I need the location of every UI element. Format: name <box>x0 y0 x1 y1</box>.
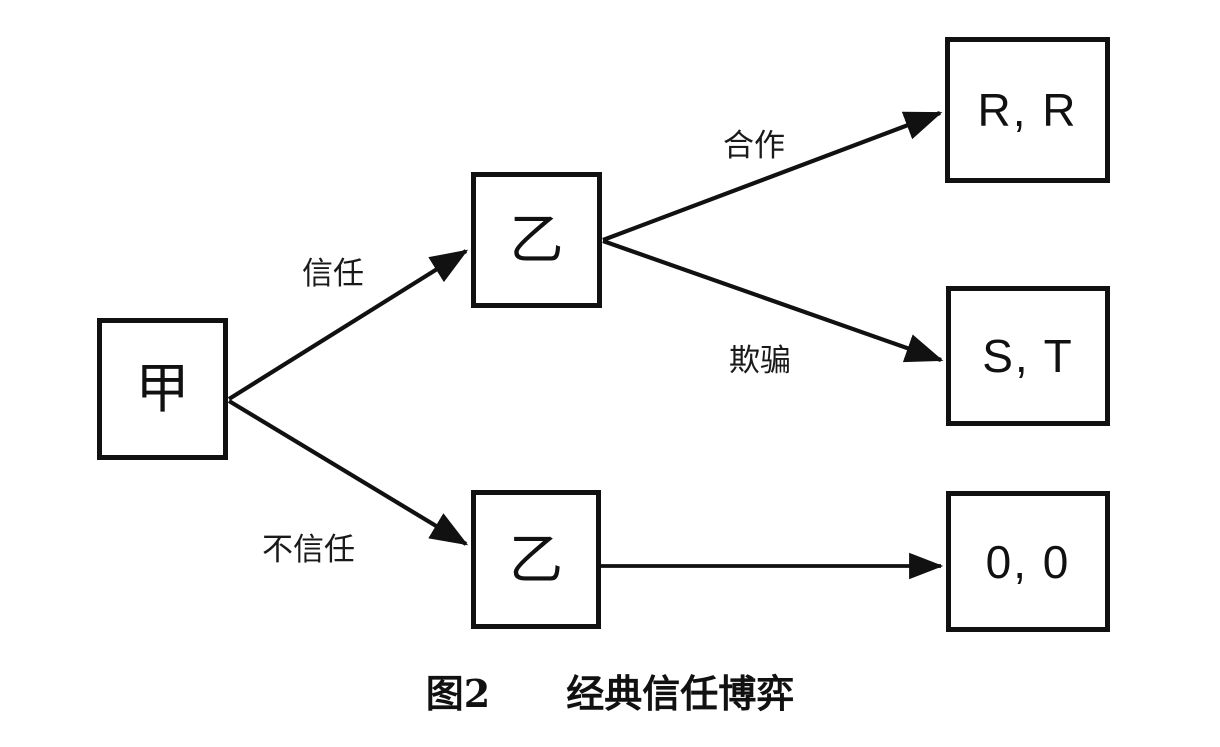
node-payoff-cooperate[interactable]: R, R <box>945 37 1110 183</box>
node-root-label: 甲 <box>135 357 190 420</box>
edge-trust-line <box>227 249 469 401</box>
edge-label-trust: 信任 <box>302 256 364 292</box>
edge-label-distrust: 不信任 <box>262 532 355 568</box>
node-payoff-distrust-label: 0, 0 <box>985 535 1071 588</box>
edge-distrust-line <box>227 399 469 546</box>
node-root-player-a[interactable]: 甲 <box>97 318 228 460</box>
node-payoff-defect[interactable]: S, T <box>946 286 1110 426</box>
node-lower-player-b[interactable]: 乙 <box>471 490 601 629</box>
node-payoff-defect-label: S, T <box>982 330 1074 382</box>
node-payoff-distrust[interactable]: 0, 0 <box>946 491 1110 632</box>
edge-label-deceive: 欺骗 <box>729 343 791 379</box>
edge-deceive-line <box>602 239 944 363</box>
node-upper-label: 乙 <box>509 208 564 271</box>
node-payoff-cooperate-label: R, R <box>977 84 1078 136</box>
node-lower-label: 乙 <box>509 527 563 591</box>
edge-cooperate-line <box>602 111 943 242</box>
figure-caption: 图2 经典信任博弈 <box>425 671 795 716</box>
node-upper-player-b[interactable]: 乙 <box>471 172 602 308</box>
edge-label-cooperate: 合作 <box>723 128 785 164</box>
